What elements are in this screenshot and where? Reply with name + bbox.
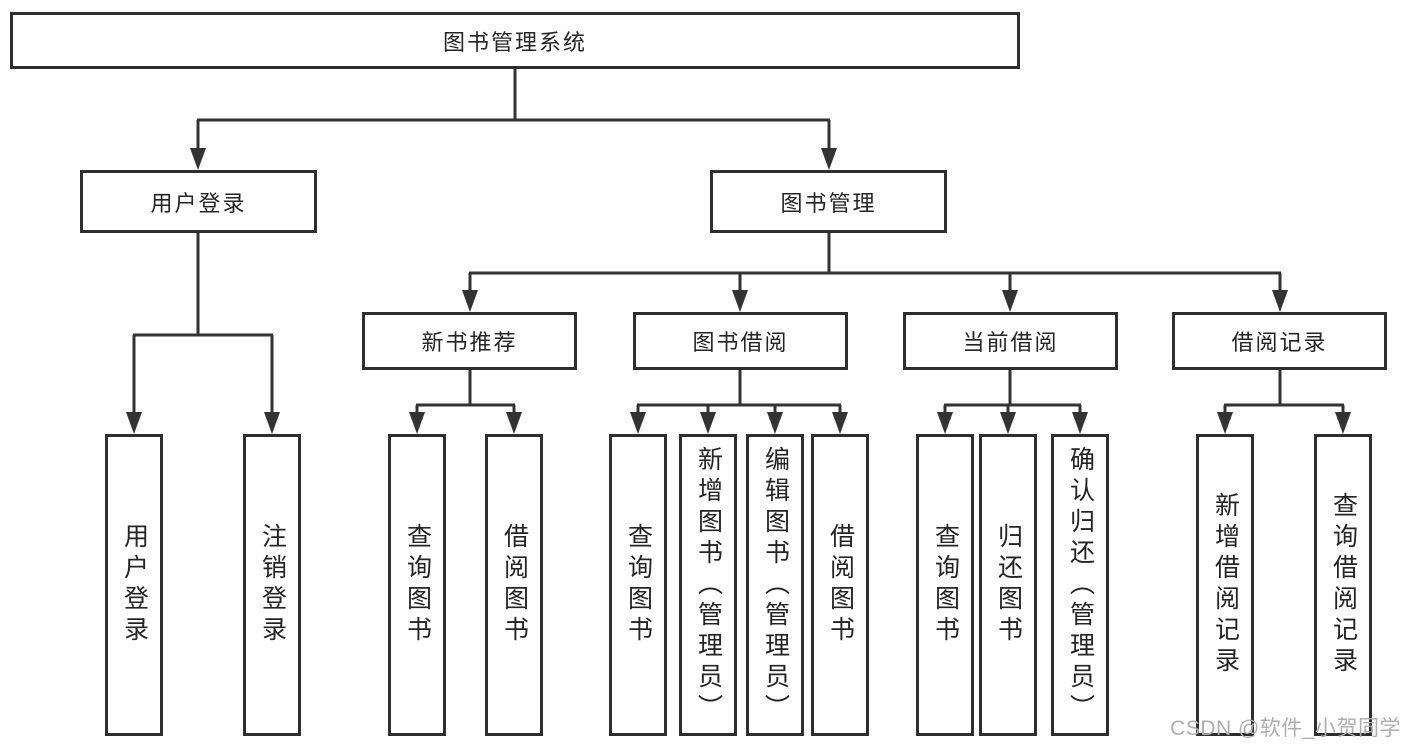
watermark: CSDN @软件_小贺同学 bbox=[1170, 717, 1401, 740]
node-book-borrow: 图书借阅 bbox=[633, 312, 848, 370]
node-new-book-recommend: 新书推荐 bbox=[362, 312, 577, 370]
leaf-logout: 注销登录 bbox=[243, 434, 301, 736]
node-current-borrow-label: 当前借阅 bbox=[962, 330, 1059, 355]
leaf-query-books-recommend: 查询图书 bbox=[388, 434, 446, 736]
leaf-logout-label: 注销登录 bbox=[258, 523, 287, 647]
leaf-add-book-admin: 新增图书（管理员） bbox=[679, 434, 737, 736]
leaf-add-borrow-record: 新增借阅记录 bbox=[1196, 434, 1254, 736]
node-root-label: 图书管理系统 bbox=[442, 29, 587, 55]
node-borrow-records: 借阅记录 bbox=[1172, 312, 1387, 370]
leaf-query-books-borrow-label: 查询图书 bbox=[624, 523, 653, 647]
leaf-query-books-current: 查询图书 bbox=[916, 434, 974, 736]
leaf-edit-book-admin: 编辑图书（管理员） bbox=[746, 434, 804, 736]
leaf-user-login-label: 用户登录 bbox=[120, 523, 149, 647]
leaf-query-books-current-label: 查询图书 bbox=[931, 523, 960, 647]
leaf-return-books-label: 归还图书 bbox=[994, 523, 1023, 647]
leaf-confirm-return-admin: 确认归还（管理员） bbox=[1051, 434, 1109, 736]
leaf-confirm-return-admin-label: 确认归还（管理员） bbox=[1066, 445, 1095, 725]
leaf-query-borrow-record: 查询借阅记录 bbox=[1314, 434, 1372, 736]
leaf-add-book-admin-label: 新增图书（管理员） bbox=[694, 445, 723, 725]
node-user-login: 用户登录 bbox=[80, 170, 317, 233]
leaf-borrow-books: 借阅图书 bbox=[811, 434, 869, 736]
leaf-query-books-recommend-label: 查询图书 bbox=[403, 523, 432, 647]
leaf-user-login: 用户登录 bbox=[105, 434, 163, 736]
node-book-management-label: 图书管理 bbox=[780, 190, 877, 216]
leaf-borrow-books-label: 借阅图书 bbox=[826, 523, 855, 647]
leaf-borrow-books-recommend-label: 借阅图书 bbox=[500, 523, 529, 647]
node-new-book-recommend-label: 新书推荐 bbox=[421, 330, 518, 355]
leaf-borrow-books-recommend: 借阅图书 bbox=[485, 434, 543, 736]
node-borrow-records-label: 借阅记录 bbox=[1231, 330, 1328, 355]
node-book-borrow-label: 图书借阅 bbox=[692, 330, 789, 355]
leaf-query-books-borrow: 查询图书 bbox=[609, 434, 667, 736]
leaf-query-borrow-record-label: 查询借阅记录 bbox=[1329, 492, 1358, 678]
node-book-management: 图书管理 bbox=[710, 170, 947, 233]
node-current-borrow: 当前借阅 bbox=[903, 312, 1118, 370]
node-user-login-label: 用户登录 bbox=[150, 190, 247, 216]
leaf-edit-book-admin-label: 编辑图书（管理员） bbox=[761, 445, 790, 725]
leaf-return-books: 归还图书 bbox=[979, 434, 1037, 736]
leaf-add-borrow-record-label: 新增借阅记录 bbox=[1211, 492, 1240, 678]
node-root: 图书管理系统 bbox=[10, 12, 1020, 69]
